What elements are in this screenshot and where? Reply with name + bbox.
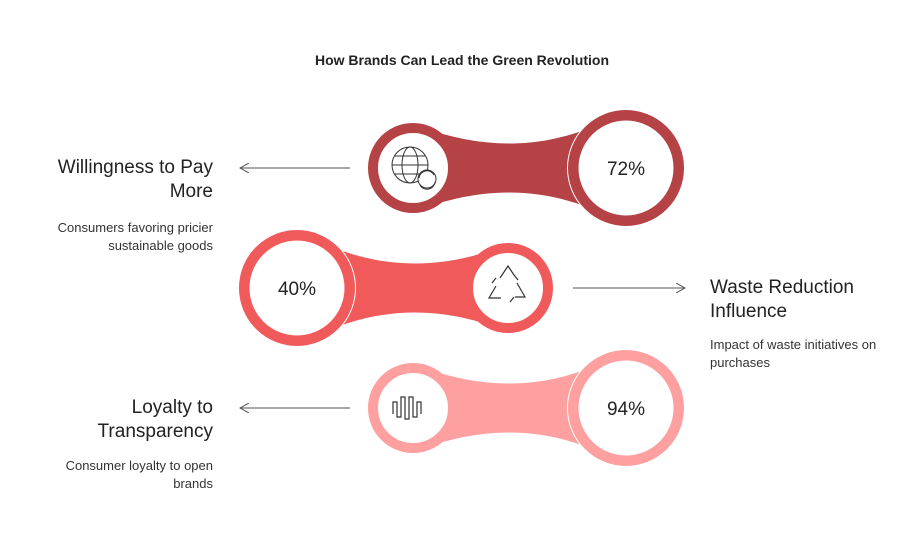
connector <box>413 350 626 466</box>
recycle-icon <box>487 264 527 303</box>
icon-circle <box>463 243 553 333</box>
row-waste: 40% <box>238 229 686 347</box>
desc-waste: Impact of waste initiatives on purchases <box>710 337 877 370</box>
heading-waste: Waste Reduction Influence <box>710 277 854 322</box>
value-72: 72% <box>607 159 645 180</box>
row-willingness: 72% <box>240 109 685 227</box>
globe-refresh-icon <box>391 146 437 190</box>
desc-willingness: Consumers favoring pricier sustainable g… <box>57 220 213 253</box>
desc-loyalty: Consumer loyalty to open brands <box>65 458 213 491</box>
connector <box>413 110 626 226</box>
icon-circle <box>368 123 458 213</box>
heading-loyalty: Loyalty to Transparency <box>97 397 213 442</box>
heading-willingness: Willingness to Pay More <box>57 157 213 202</box>
row-loyalty: 94% <box>240 349 685 467</box>
waveform-icon <box>392 396 422 420</box>
diagram-title: How Brands Can Lead the Green Revolution <box>314 52 610 68</box>
value-94: 94% <box>607 399 645 420</box>
value-40: 40% <box>278 279 316 300</box>
connector <box>297 230 508 346</box>
